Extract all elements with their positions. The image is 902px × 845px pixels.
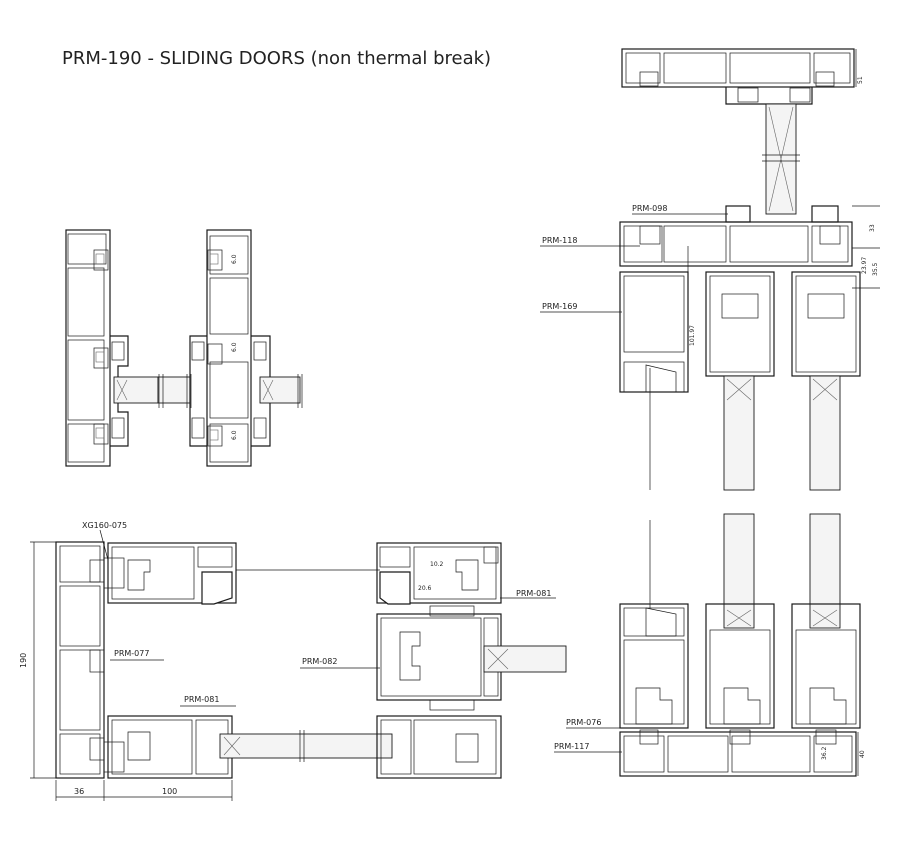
dim-20-6: 20.6 — [418, 585, 432, 592]
section-bottom-left: 10.2 20.6 190 36 100 XG16 — [19, 521, 567, 801]
label-prm-117: PRM-117 — [554, 742, 589, 751]
dim-6-0-bot: 6.0 — [231, 430, 238, 440]
dim-36-2: 36.2 — [821, 746, 828, 760]
section-top-left: 6.0 6.0 6.0 — [65, 229, 303, 467]
dim-190: 190 — [19, 653, 28, 668]
dim-36: 36 — [74, 787, 84, 796]
dim-33: 33 — [869, 224, 876, 232]
label-xg160-075: XG160-075 — [82, 521, 127, 530]
label-prm-081-bottom: PRM-081 — [184, 695, 219, 704]
label-prm-076: PRM-076 — [566, 718, 601, 727]
label-prm-081-right: PRM-081 — [516, 589, 551, 598]
section-bottom-right: 40 36.2 PRM-076 PRM-117 — [554, 513, 866, 777]
label-prm-077: PRM-077 — [114, 649, 149, 658]
dim-35-5: 35.5 — [872, 262, 879, 276]
label-prm-118: PRM-118 — [542, 236, 577, 245]
label-prm-098: PRM-098 — [632, 204, 667, 213]
label-prm-169: PRM-169 — [542, 302, 577, 311]
dim-23-97: 23.97 — [861, 257, 868, 274]
dim-10-2: 10.2 — [430, 561, 444, 568]
dim-6-0-top: 6.0 — [231, 254, 238, 264]
dim-40: 40 — [859, 750, 866, 758]
section-top-right: 51 101.97 33 — [540, 48, 880, 491]
dim-100: 100 — [162, 787, 177, 796]
dim-51: 51 — [857, 76, 864, 84]
label-prm-082: PRM-082 — [302, 657, 337, 666]
dim-6-0-mid: 6.0 — [231, 342, 238, 352]
dim-101-97: 101.97 — [689, 325, 696, 346]
drawing-title: PRM-190 - SLIDING DOORS (non thermal bre… — [62, 48, 491, 69]
